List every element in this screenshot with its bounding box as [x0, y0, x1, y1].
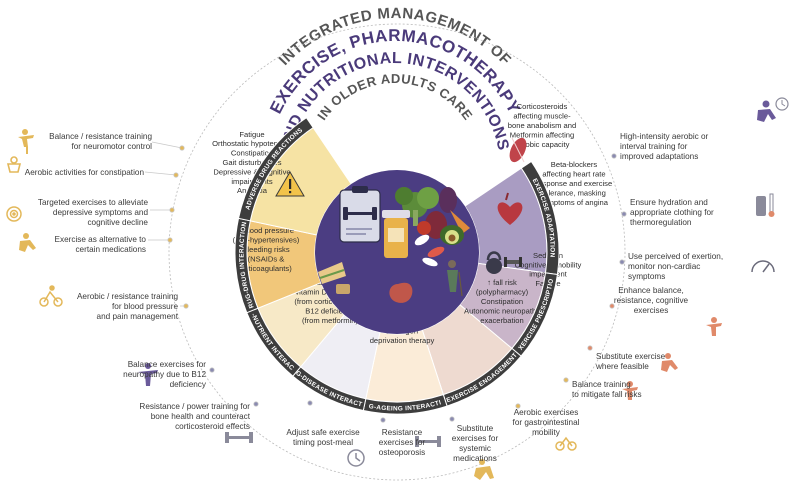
- band-label-drug-drug: DRUG-DRUG INTERACTIONS: [0, 0, 256, 309]
- segment-line: Gait disturbances: [222, 158, 281, 167]
- standing-figure-icon: [138, 363, 158, 386]
- segment-line: (anti-hypertensives): [233, 236, 300, 245]
- running-figure-icon-2: [661, 353, 678, 372]
- segment-line: (NSAIDs &: [248, 254, 285, 263]
- pill-bottle-icon: [382, 210, 445, 267]
- clock-icon: [347, 449, 365, 467]
- gauge-icon: [751, 260, 775, 273]
- kettlebell-icon: [486, 251, 522, 274]
- muscle-icon: [509, 137, 527, 163]
- annotation-exertion: Use perceived of exertion,monitor non-ca…: [628, 252, 724, 281]
- segment-line: (from corticosteroids): [294, 297, 366, 306]
- segment-line: (polypharmacy): [476, 288, 529, 297]
- clipboard-icon: [339, 186, 381, 243]
- segment-line: Metformin affecting: [510, 130, 574, 139]
- segment-line: B12 deficiency: [305, 306, 355, 315]
- annotation-constipation: Aerobic activities for constipation: [24, 168, 144, 177]
- segment-text-drug-drug: ↓ blood pressure(anti-hypertensives)Blee…: [233, 226, 300, 273]
- target-icon: [6, 206, 22, 222]
- vegetables-icon: [395, 187, 470, 245]
- segment-line: aerobic capacity: [515, 140, 570, 149]
- thermometer-bottle-icon: [756, 193, 775, 217]
- segment-line: Constipation: [481, 297, 523, 306]
- segment-line: anticoagulants): [240, 264, 292, 273]
- band-adverse-drug: [237, 117, 314, 222]
- segment-line: ↓ blood pressure: [238, 226, 294, 235]
- sandwich-icon: [318, 262, 350, 294]
- toilet-icon: [6, 156, 22, 173]
- segment-line: tolerance, masking: [542, 188, 606, 197]
- elderly-person-icon: [447, 260, 463, 297]
- balance-figure-icon-3: [706, 317, 722, 336]
- segment-line: exacerbation: [480, 316, 523, 325]
- balance-figure-icon-2: [622, 381, 638, 400]
- bike-icon: [555, 436, 577, 451]
- segment-line: Fatigue: [239, 130, 264, 139]
- segment-line: Autonomic neuropathy: [464, 306, 540, 315]
- segment-line: affecting heart rate: [542, 170, 605, 179]
- balance-figure-icon: [18, 129, 34, 154]
- segment-line: Corticosteroids: [517, 102, 568, 111]
- segment-line: affecting muscle-: [513, 112, 571, 121]
- segment-line: response and exercise: [536, 179, 612, 188]
- fall-figure-icon: [474, 459, 494, 480]
- stomach-icon: [389, 282, 413, 303]
- segment-line: deprivation therapy: [370, 336, 435, 345]
- segment-line: ↑ fall risk: [487, 278, 517, 287]
- segment-line: Bleeding risks: [242, 245, 289, 254]
- connector-lines: [144, 141, 627, 423]
- cyclist-icon: [39, 285, 63, 307]
- segment-line: Beta-blockers: [551, 160, 598, 169]
- segment-line: Orthostatic hypotension: [212, 139, 292, 148]
- heart-icon: [497, 192, 523, 225]
- segment-line: (from metformin): [302, 316, 359, 325]
- sprinter-icon: [757, 97, 789, 122]
- segment-line: symptoms of angina: [540, 198, 609, 207]
- segment-line: Depressive & cognitive: [213, 167, 290, 176]
- outer-dotted-ring: [168, 23, 626, 481]
- segment-line: bone anabolism and: [508, 121, 576, 130]
- segment-line: Constipation: [231, 149, 273, 158]
- segment-text-drug-ageing: ↑ fall risk(polypharmacy)ConstipationAut…: [464, 278, 540, 325]
- dumbbell-icon: [225, 432, 253, 443]
- warning-icon: [275, 171, 305, 197]
- running-figure-icon: [19, 233, 36, 252]
- dumbbell-icon-2: [415, 436, 441, 447]
